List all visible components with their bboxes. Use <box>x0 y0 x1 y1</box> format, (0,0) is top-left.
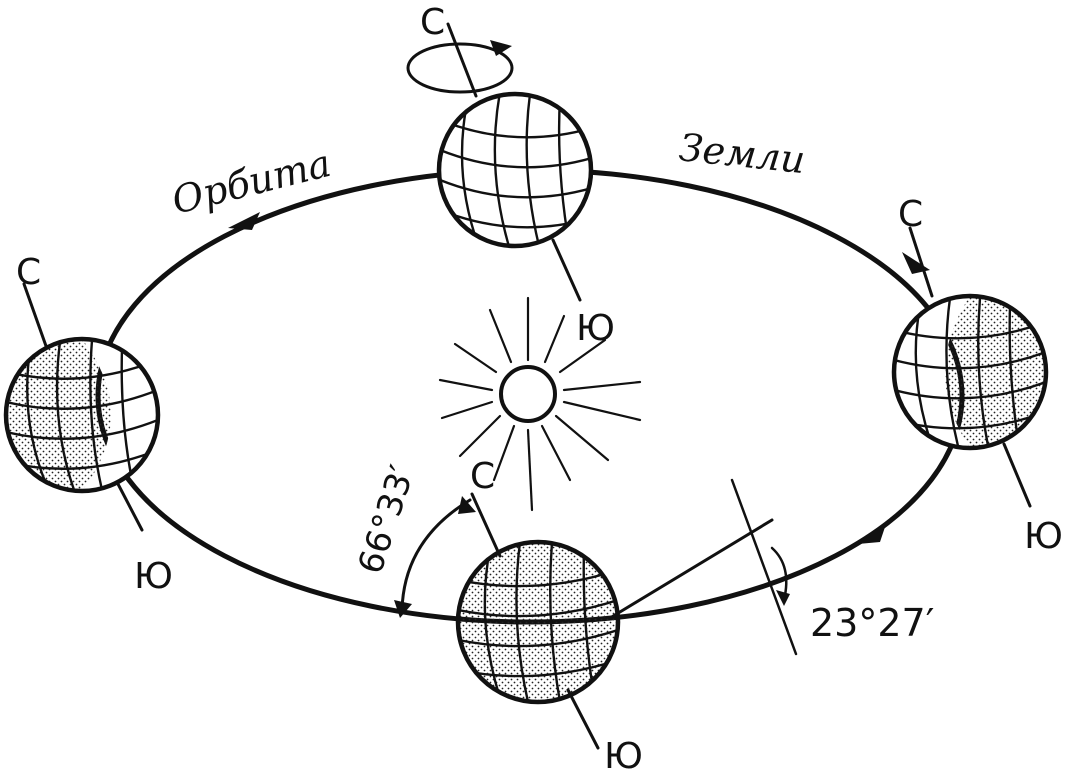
tilt-perpendicular-line <box>730 478 798 656</box>
pole-label-left-south: Ю <box>134 556 173 597</box>
earth-globe-right <box>891 226 1049 508</box>
pole-label-right-south: Ю <box>1024 516 1063 557</box>
orbit-arrow-top-left <box>228 212 260 230</box>
earth-globe-bottom <box>455 492 621 750</box>
angle-label-23-27: 23°27′ <box>810 601 934 645</box>
orbit-arrow-right-upper <box>902 252 930 274</box>
orbit-arrow-right-lower <box>858 524 886 544</box>
pole-label-top-north: С <box>420 2 445 43</box>
earth-globe-top <box>406 22 594 302</box>
orbit-caption-left: Орбита <box>168 141 336 223</box>
angle-arc-66 <box>400 498 472 612</box>
sun-icon <box>438 296 642 512</box>
pole-label-top-south: Ю <box>576 308 615 349</box>
pole-label-left-north: С <box>16 252 41 293</box>
tilt-reference-line <box>608 518 774 620</box>
orbit-caption-right: Земли <box>677 125 807 182</box>
earth-globe-left <box>3 282 161 532</box>
pole-label-right-north: С <box>898 194 923 235</box>
pole-label-bottom-north: С <box>470 456 495 497</box>
pole-label-bottom-south: Ю <box>604 736 643 777</box>
